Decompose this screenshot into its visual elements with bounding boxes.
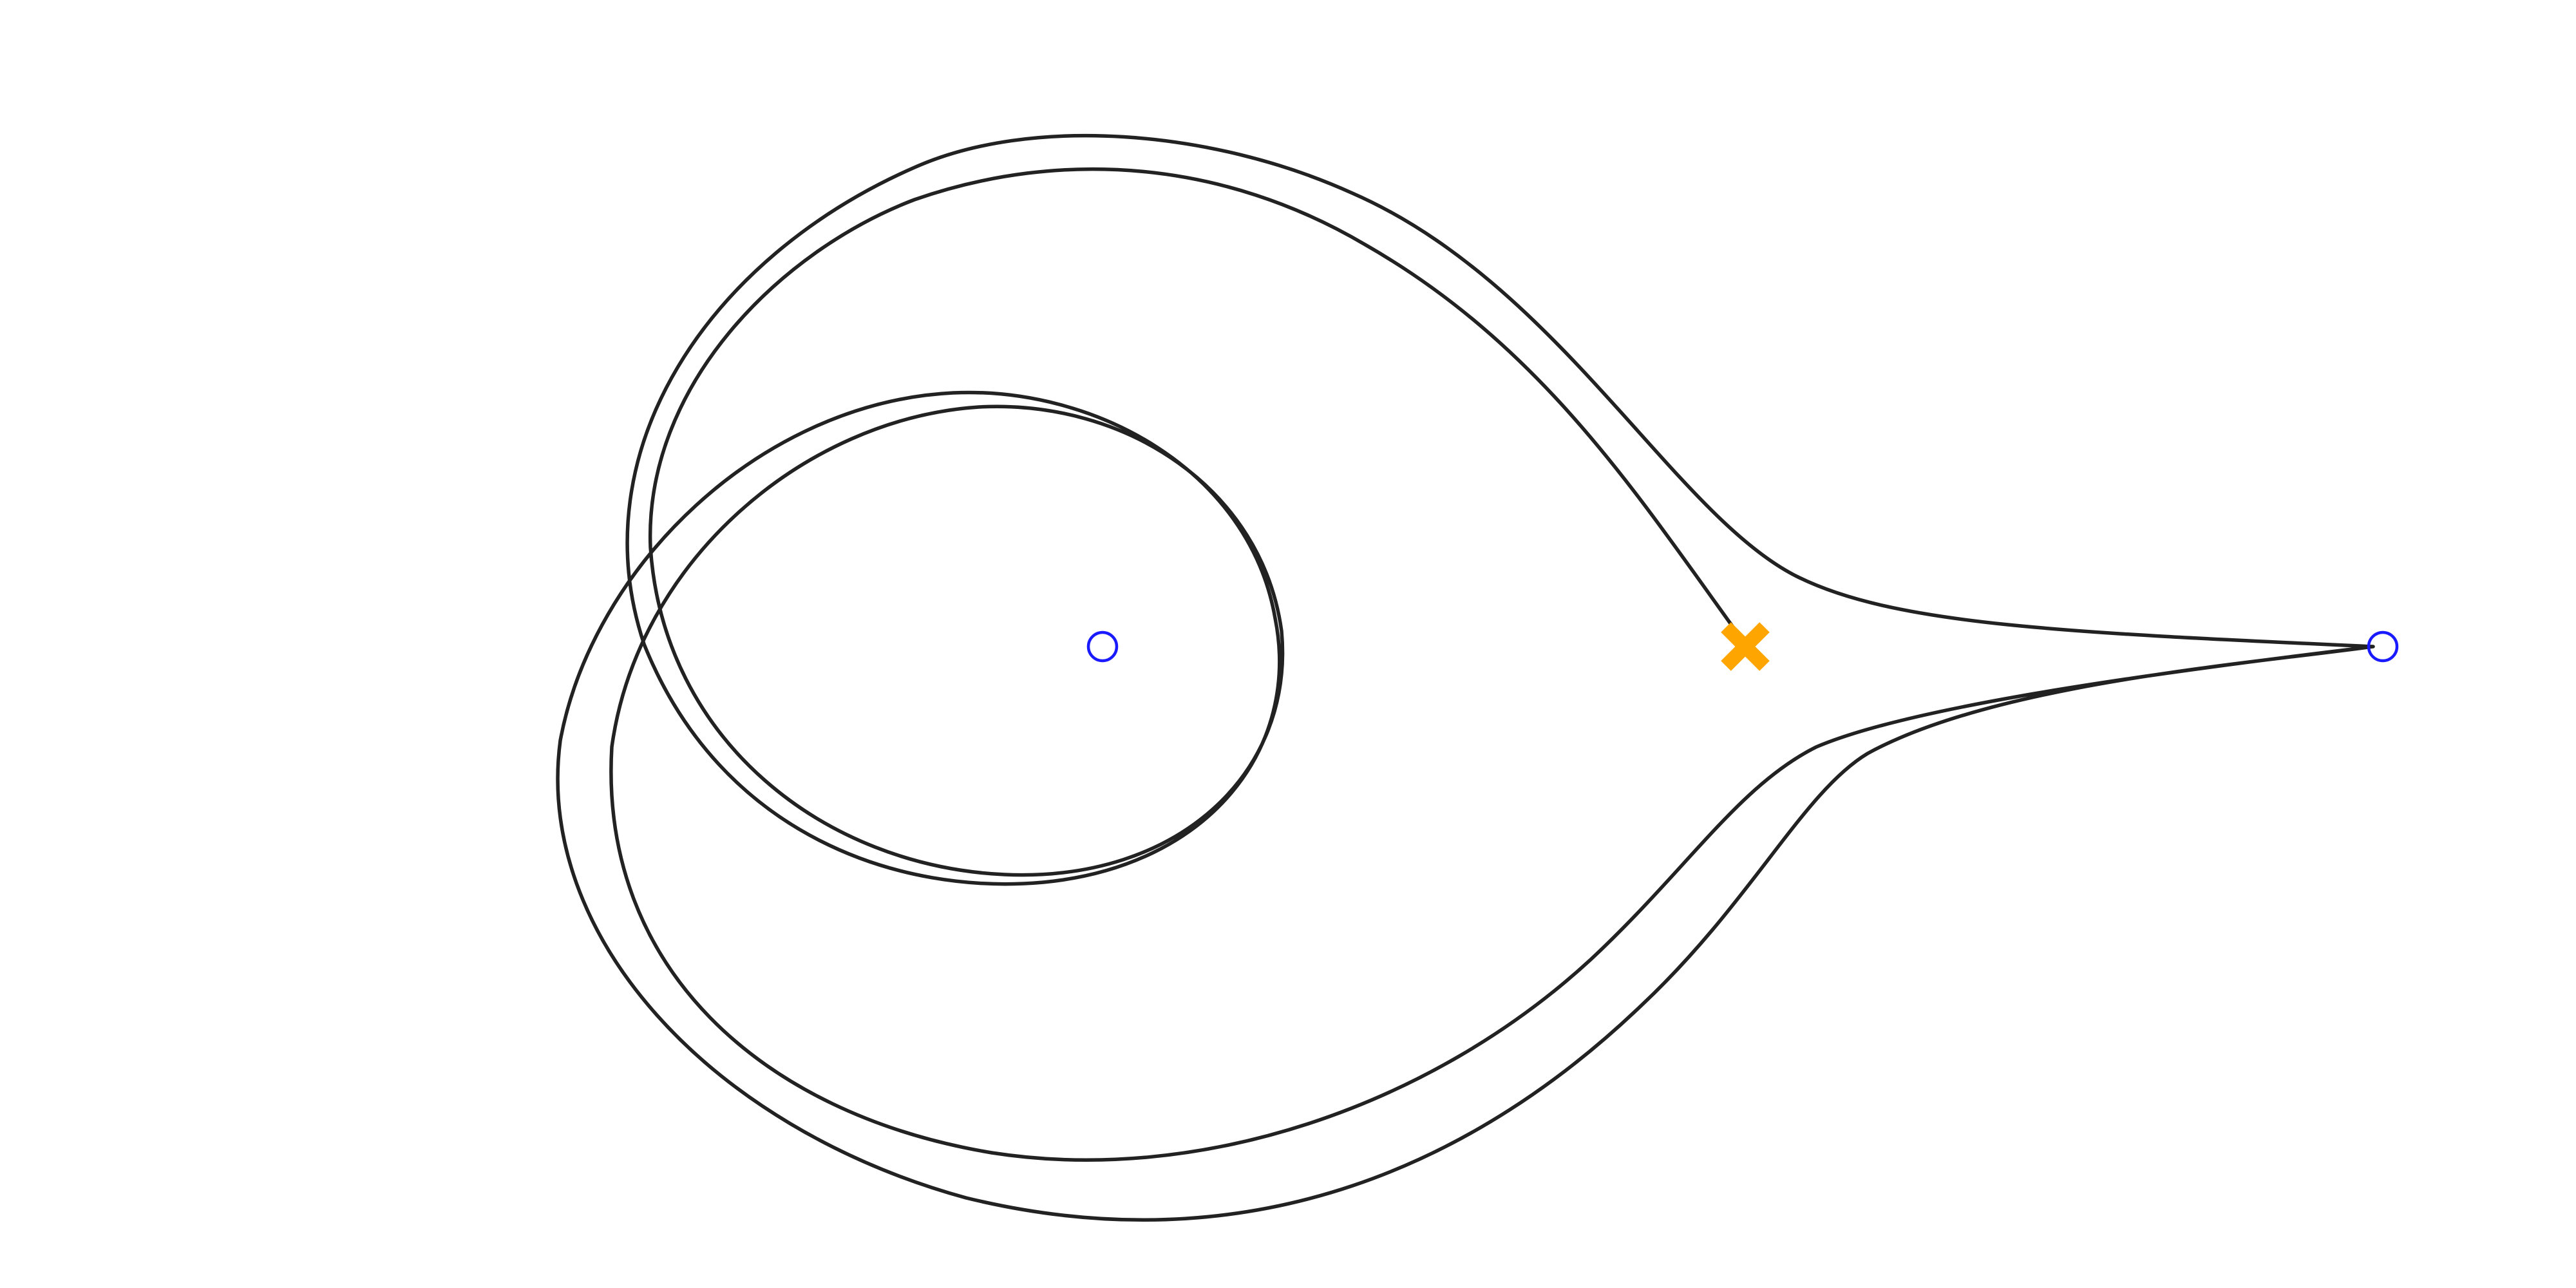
cross-icon xyxy=(1721,622,1770,671)
body-marker-right xyxy=(2367,630,2399,663)
body-marker-left xyxy=(1086,630,1119,663)
trajectory-path xyxy=(556,133,2375,1222)
